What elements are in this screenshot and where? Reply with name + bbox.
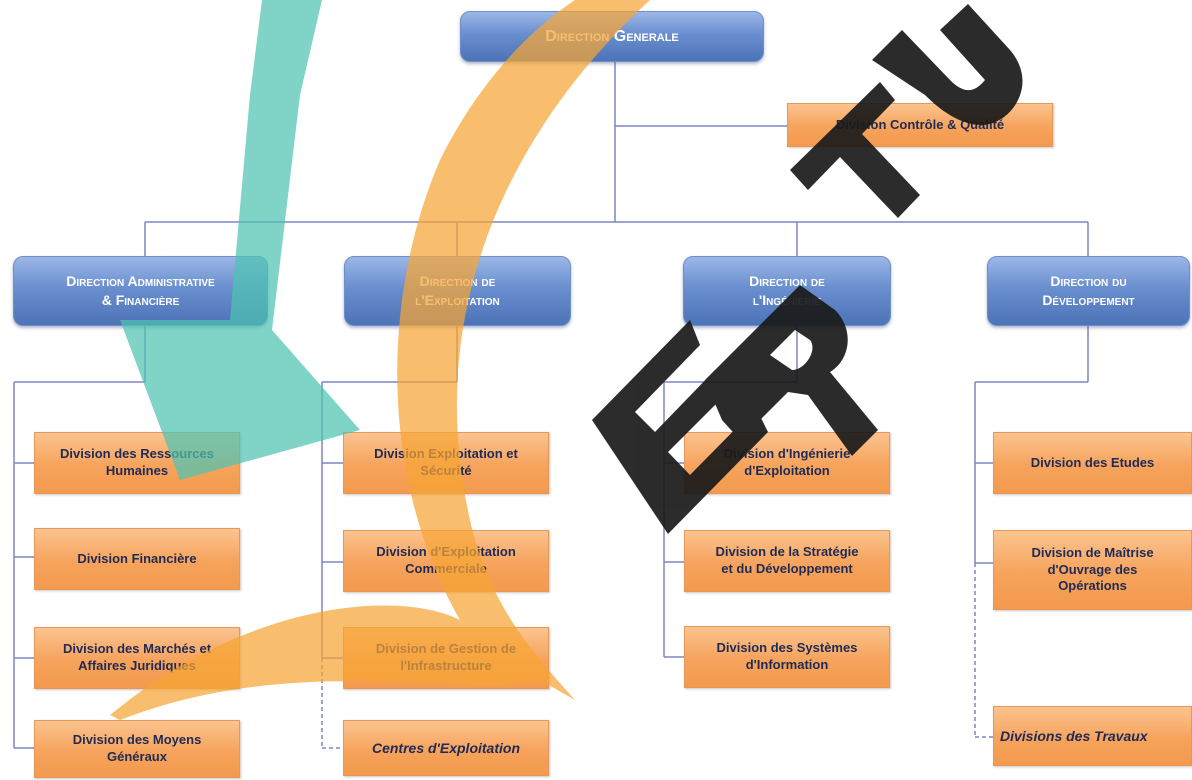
direction-exploitation-box: Direction de l'Exploitation — [344, 256, 571, 326]
direction-developpement-box: Direction du Développement — [987, 256, 1190, 326]
direction-administrative-box: Direction Administrative & Financière — [13, 256, 268, 326]
division-label-line2: Commerciale — [405, 561, 487, 576]
division-label-line2: d'Information — [745, 657, 829, 672]
division-exploitation-commerciale-box: Division d'Exploitation Commerciale — [343, 530, 549, 592]
direction-generale-label: Direction Generale — [545, 27, 679, 45]
division-controle-qualite-box: Division Contrôle & Qualité — [787, 103, 1053, 147]
division-label-line1: Division de la Stratégie — [715, 544, 859, 560]
division-gestion-infrastructure-box: Division de Gestion de l'Infrastructure — [343, 627, 549, 689]
division-label-line2: d'Ouvrage des — [1047, 561, 1138, 577]
division-etudes-box: Division des Etudes — [993, 432, 1192, 494]
division-label-line3: Opérations — [1058, 578, 1127, 594]
division-label-line2: et du Développement — [721, 561, 853, 576]
division-label-line1: Division des Marchés et — [62, 641, 212, 657]
direction-developpement-line2: Développement — [1042, 292, 1135, 308]
division-label-line2: Humaines — [105, 463, 169, 478]
division-strategie-developpement-box: Division de la Stratégie et du Développe… — [684, 530, 890, 592]
division-label-line2: Généraux — [107, 749, 167, 764]
centres-exploitation-box: Centres d'Exploitation — [343, 720, 549, 776]
division-moyens-generaux-box: Division des Moyens Généraux — [34, 720, 240, 778]
division-label-line1: Division des Systèmes — [716, 640, 858, 656]
direction-ingenierie-line1: Direction de — [749, 273, 825, 290]
division-label-line1: Division Exploitation et — [374, 446, 518, 462]
division-label-line1: Centres d'Exploitation — [371, 739, 520, 756]
division-exploitation-securite-box: Division Exploitation et Sécurité — [343, 432, 549, 494]
division-ressources-humaines-box: Division des Ressources Humaines — [34, 432, 240, 494]
division-maitrise-ouvrage-box: Division de Maîtrise d'Ouvrage des Opéra… — [993, 530, 1192, 610]
divisions-travaux-box: Divisions des Travaux — [993, 706, 1192, 766]
division-label-line1: Division d'Exploitation — [376, 544, 516, 560]
division-marches-box: Division des Marchés et Affaires Juridiq… — [34, 627, 240, 689]
division-label-line1: Division des Ressources — [60, 446, 214, 462]
division-label-line2: d'Exploitation — [744, 463, 830, 478]
direction-ingenierie-line2: l'Ingénierie — [752, 292, 822, 308]
division-label-line1: Division d'Ingénierie — [723, 446, 851, 462]
division-financiere-box: Division Financière — [34, 528, 240, 590]
division-label-line1: Division de Gestion de — [375, 641, 517, 657]
division-ingenierie-exploitation-box: Division d'Ingénierie d'Exploitation — [684, 432, 890, 494]
division-label-line1: Divisions des Travaux — [1000, 727, 1148, 744]
direction-admin-line2: & Financière — [101, 292, 180, 308]
direction-ingenierie-box: Direction de l'Ingénierie — [683, 256, 891, 326]
division-label-line2: Sécurité — [420, 463, 472, 478]
division-controle-qualite-label: Division Contrôle & Qualité — [835, 116, 1005, 132]
direction-exploitation-line1: Direction de — [419, 273, 496, 290]
direction-exploitation-line2: l'Exploitation — [415, 292, 500, 308]
division-label-line1: Division de Maîtrise — [1031, 544, 1154, 560]
division-label-line1: Division des Moyens — [72, 732, 202, 748]
direction-developpement-line1: Direction du — [1050, 273, 1127, 290]
division-label-line1: Division Financière — [77, 550, 197, 566]
direction-admin-line1: Direction Administrative — [66, 273, 215, 290]
division-label-line2: l'Infrastructure — [400, 658, 492, 673]
division-label-line1: Division des Etudes — [1030, 454, 1155, 470]
division-systemes-information-box: Division des Systèmes d'Information — [684, 626, 890, 688]
division-label-line2: Affaires Juridiques — [78, 658, 196, 673]
direction-generale-box: Direction Generale — [460, 11, 764, 62]
